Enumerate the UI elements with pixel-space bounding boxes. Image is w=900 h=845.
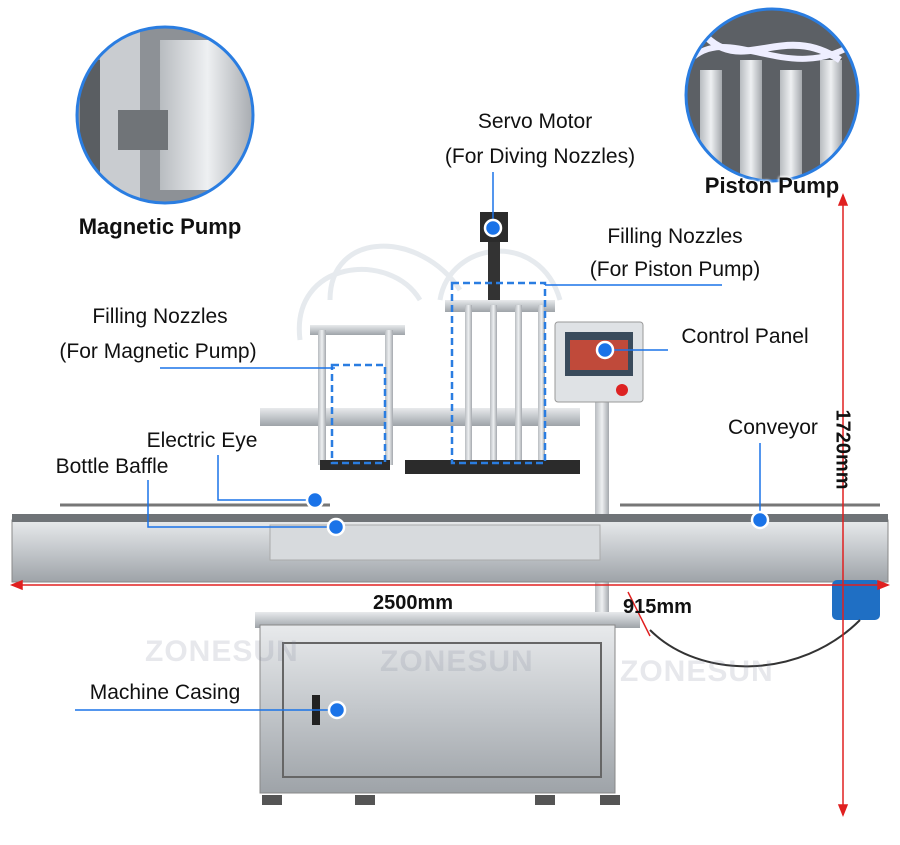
control-panel xyxy=(554,321,644,403)
watermark: ZONESUN xyxy=(620,655,774,688)
bottle-baffle-label: Bottle Baffle xyxy=(55,455,169,478)
watermark: ZONESUN xyxy=(145,635,299,668)
dimension-lines xyxy=(9,192,891,818)
piston-nozzles-box xyxy=(450,281,547,465)
piston-pump-label: Piston Pump xyxy=(704,173,840,198)
height-dimension: 1720mm xyxy=(831,409,854,490)
magnetic-nozzles-label: Filling Nozzles xyxy=(92,305,228,328)
callout-dots xyxy=(305,218,770,720)
piston-pump-inset xyxy=(684,7,860,183)
conveyor-motor xyxy=(832,580,880,620)
leader-lines xyxy=(75,172,761,711)
machine-casing-label: Machine Casing xyxy=(89,681,241,704)
width-dimension: 915mm xyxy=(623,596,692,618)
electric-eye-label: Electric Eye xyxy=(146,429,258,452)
conveyor-label: Conveyor xyxy=(728,416,818,439)
length-dimension: 2500mm xyxy=(373,592,454,614)
control-panel-post xyxy=(595,395,609,625)
servo-motor-label: Servo Motor xyxy=(477,110,593,133)
piston-nozzles-label: Filling Nozzles xyxy=(607,225,743,248)
piston-nozzles-sublabel: (For Piston Pump) xyxy=(589,258,761,281)
magnetic-nozzles-box xyxy=(330,363,387,465)
watermark: ZONESUN xyxy=(380,645,534,678)
magnetic-pump-inset xyxy=(75,25,255,205)
magnetic-nozzles-sublabel: (For Magnetic Pump) xyxy=(59,340,257,363)
magnetic-pump-label: Magnetic Pump xyxy=(78,214,242,239)
control-panel-label: Control Panel xyxy=(681,325,809,348)
servo-motor-sublabel: (For Diving Nozzles) xyxy=(444,145,636,168)
